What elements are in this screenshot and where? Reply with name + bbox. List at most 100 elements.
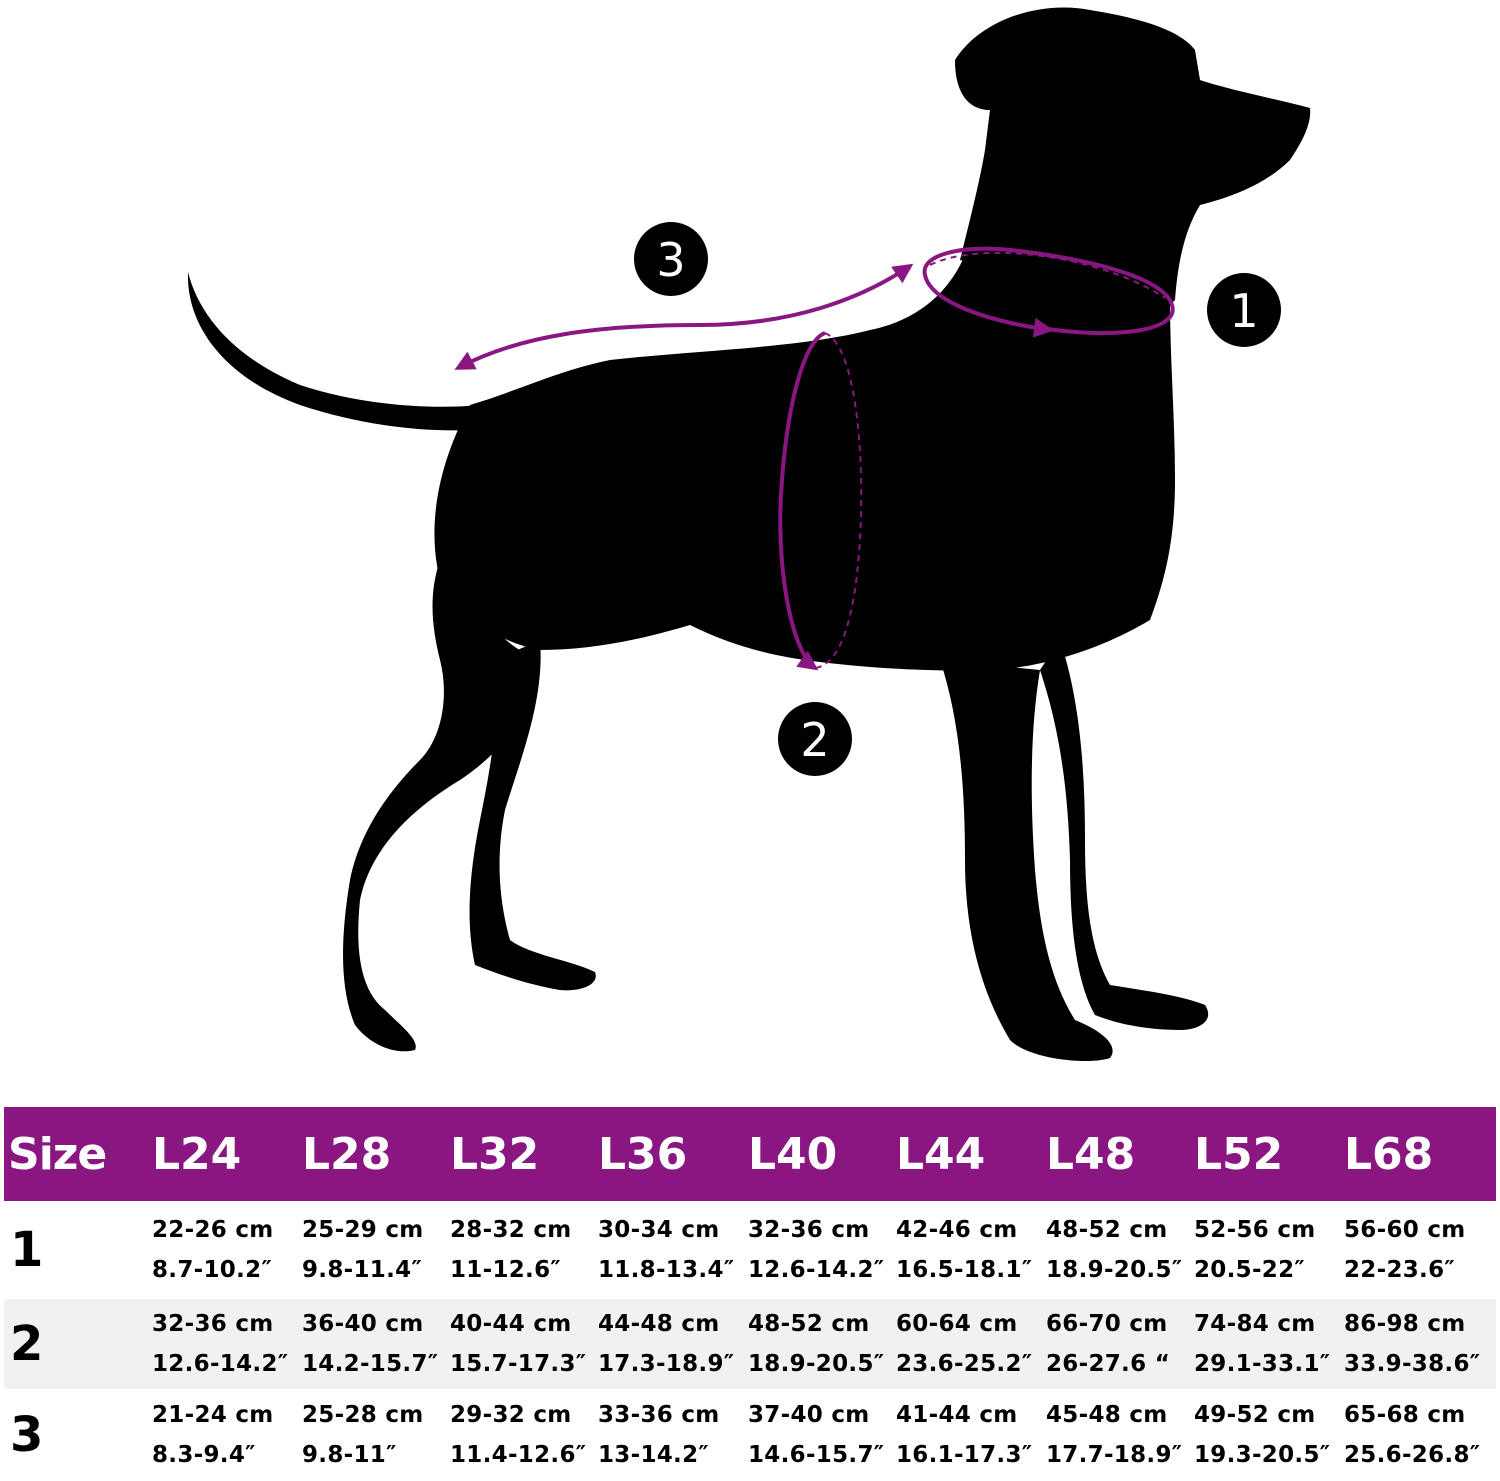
cell-cm-value: 86-98 cm [1344,1311,1466,1337]
cell-cm-value: 66-70 cm [1046,1311,1168,1337]
cell-inch-value: 16.1-17.3″ [896,1442,1033,1468]
dog-tail [187,272,480,431]
column-header: L40 [748,1107,896,1201]
table-cell: 32-36 cm 12.6-14.2″ [152,1299,302,1389]
cell-cm-value: 40-44 cm [450,1311,572,1337]
cell-inch-value: 11.4-12.6″ [450,1442,587,1468]
cell-cm-value: 60-64 cm [896,1311,1018,1337]
dog-body [434,255,1175,671]
column-header: L68 [1344,1107,1496,1201]
marker-3-label: 3 [656,233,685,287]
cell-inch-value: 25.6-26.8″ [1344,1442,1481,1468]
dog-front-leg-front [1040,640,1209,1030]
cell-cm-value: 49-52 cm [1194,1402,1316,1428]
neck-measurement [922,246,1175,338]
dog-front-leg-back [940,660,1113,1061]
neck-loop-dashed [929,251,1166,299]
cell-inch-value: 8.3-9.4″ [152,1442,256,1468]
cell-cm-value: 48-52 cm [1046,1217,1168,1243]
cell-inch-value: 18.9-20.5″ [748,1351,885,1377]
cell-cm-value: 28-32 cm [450,1217,572,1243]
cell-inch-value: 17.3-18.9″ [598,1351,735,1377]
row-label: 3 [10,1407,44,1463]
cell-cm-value: 56-60 cm [1344,1217,1466,1243]
cell-cm-value: 30-34 cm [598,1217,720,1243]
cell-cm-value: 74-84 cm [1194,1311,1316,1337]
cell-inch-value: 17.7-18.9″ [1046,1442,1183,1468]
table-cell: 41-44 cm 16.1-17.3″ [896,1389,1046,1481]
cell-cm-value: 45-48 cm [1046,1402,1168,1428]
table-cell: 30-34 cm 11.8-13.4″ [598,1201,748,1299]
cell-inch-value: 14.6-15.7″ [748,1442,885,1468]
cell-cm-value: 44-48 cm [598,1311,720,1337]
cell-cm-value: 65-68 cm [1344,1402,1466,1428]
row-label: 2 [4,1299,152,1389]
marker-1: 1 [1207,273,1281,347]
marker-2-label: 2 [800,713,829,767]
cell-cm-value: 33-36 cm [598,1402,720,1428]
cell-inch-value: 15.7-17.3″ [450,1351,587,1377]
cell-inch-value: 11-12.6″ [450,1257,561,1283]
cell-cm-value: 52-56 cm [1194,1217,1316,1243]
cell-inch-value: 20.5-22″ [1194,1257,1305,1283]
cell-inch-value: 18.9-20.5″ [1046,1257,1183,1283]
cell-cm-value: 36-40 cm [302,1311,424,1337]
table-cell: 21-24 cm 8.3-9.4″ [152,1389,302,1481]
cell-cm-value: 25-28 cm [302,1402,424,1428]
dog-silhouette [187,7,1311,1061]
cell-cm-value: 41-44 cm [896,1402,1018,1428]
neck-loop-solid [922,246,1175,338]
table-cell: 60-64 cm 23.6-25.2″ [896,1299,1046,1389]
cell-cm-value: 48-52 cm [748,1311,870,1337]
table-cell: 37-40 cm 14.6-15.7″ [748,1389,896,1481]
cell-inch-value: 11.8-13.4″ [598,1257,735,1283]
table-cell: 52-56 cm 20.5-22″ [1194,1201,1344,1299]
table-cell: 45-48 cm 17.7-18.9″ [1046,1389,1194,1481]
cell-inch-value: 23.6-25.2″ [896,1351,1033,1377]
cell-inch-value: 12.6-14.2″ [748,1257,885,1283]
table-cell: 74-84 cm 29.1-33.1″ [1194,1299,1344,1389]
cell-inch-value: 12.6-14.2″ [152,1351,289,1377]
table-cell: 44-48 cm 17.3-18.9″ [598,1299,748,1389]
cell-cm-value: 21-24 cm [152,1402,274,1428]
column-header: L32 [450,1107,598,1201]
cell-cm-value: 42-46 cm [896,1217,1018,1243]
table-header-row: Size L24 L28 L32 L36 L40 L44 L48 L52 L68 [4,1107,1496,1201]
table-cell: 56-60 cm 22-23.6″ [1344,1201,1496,1299]
table-cell: 48-52 cm 18.9-20.5″ [748,1299,896,1389]
column-header: L52 [1194,1107,1344,1201]
column-header: L24 [152,1107,302,1201]
cell-inch-value: 19.3-20.5″ [1194,1442,1331,1468]
back-length-arrow [454,263,914,370]
cell-cm-value: 29-32 cm [450,1402,572,1428]
dog-measurement-diagram: 1 2 3 [187,7,1311,1061]
column-header: L48 [1046,1107,1194,1201]
dog-head [955,7,1311,310]
cell-inch-value: 22-23.6″ [1344,1257,1455,1283]
table-cell: 48-52 cm 18.9-20.5″ [1046,1201,1194,1299]
size-chart-table: Size L24 L28 L32 L36 L40 L44 L48 L52 L68… [4,1107,1496,1481]
marker-3: 3 [634,222,708,296]
cell-cm-value: 37-40 cm [748,1402,870,1428]
column-header: L28 [302,1107,450,1201]
cell-cm-value: 25-29 cm [302,1217,424,1243]
cell-cm-value: 32-36 cm [152,1311,274,1337]
size-column-header: Size [4,1107,152,1201]
table-cell: 49-52 cm 19.3-20.5″ [1194,1389,1344,1481]
table-cell: 29-32 cm 11.4-12.6″ [450,1389,598,1481]
cell-cm-value: 22-26 cm [152,1217,274,1243]
cell-inch-value: 29.1-33.1″ [1194,1351,1331,1377]
marker-2: 2 [778,702,852,776]
